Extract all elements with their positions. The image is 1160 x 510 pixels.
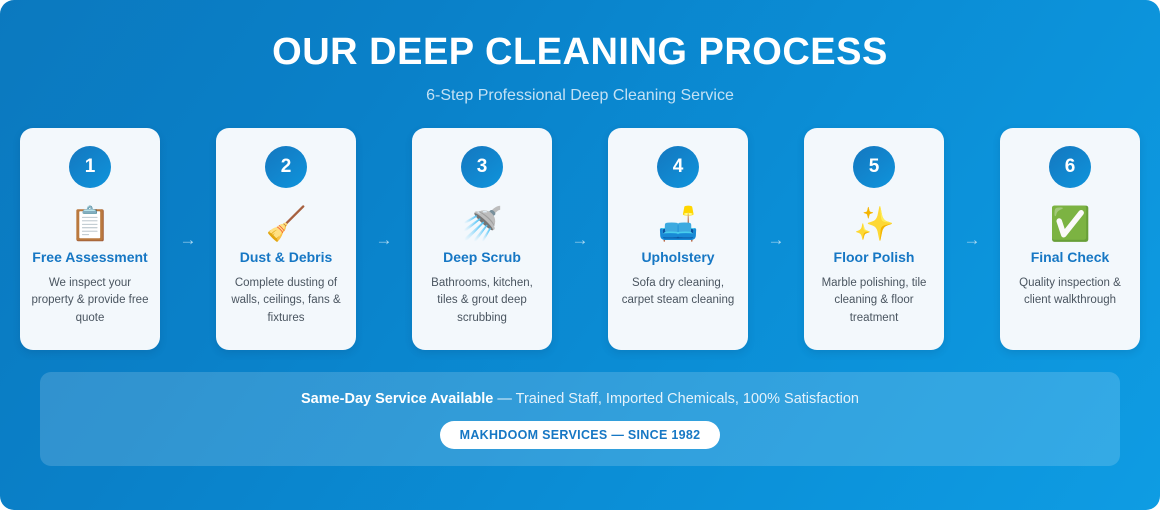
footer-banner: Same-Day Service Available — Trained Sta… (40, 371, 1120, 467)
step-number-badge: 4 (657, 145, 699, 188)
step-description: Marble polishing, tile cleaning & floor … (821, 276, 927, 325)
clipboard-icon: 📋 (69, 205, 111, 243)
step-card-5[interactable]: 5 ✨ Floor Polish Marble polishing, tile … (804, 127, 944, 350)
broom-icon: 🧹 (265, 205, 307, 243)
arrow-right-icon: → (767, 229, 785, 249)
step-number-badge: 5 (853, 145, 895, 188)
step-number-badge: 1 (69, 145, 111, 188)
arrow-right-icon: → (179, 229, 197, 249)
footer-highlight: Same-Day Service Available (300, 390, 494, 407)
step-title: Free Assessment (32, 248, 148, 265)
check-mark-button-icon: ✅ (1049, 205, 1091, 243)
step-number-badge: 6 (1049, 145, 1091, 188)
step-card-4[interactable]: 4 🛋️ Upholstery Sofa dry cleaning, carpe… (608, 127, 748, 350)
step-description: Bathrooms, kitchen, tiles & grout deep s… (431, 276, 533, 325)
step-title: Upholstery (641, 248, 715, 265)
step-description: Sofa dry cleaning, carpet steam cleaning (621, 276, 735, 307)
arrow-right-icon: → (963, 229, 981, 249)
step-title: Final Check (1030, 248, 1110, 265)
step-card-1[interactable]: 1 📋 Free Assessment We inspect your prop… (20, 127, 160, 350)
shower-head-icon: 🚿 (461, 205, 503, 243)
sparkles-icon: ✨ (853, 205, 895, 243)
step-description: We inspect your property & provide free … (31, 276, 149, 325)
step-title: Deep Scrub (443, 248, 521, 265)
arrow-right-icon: → (571, 229, 589, 249)
footer-tagline-text: — Trained Staff, Imported Chemicals, 100… (493, 390, 859, 407)
step-number-badge: 3 (461, 145, 503, 188)
step-description: Quality inspection & client walkthrough (1019, 276, 1121, 307)
step-title: Floor Polish (833, 248, 915, 265)
step-description: Complete dusting of walls, ceilings, fan… (231, 276, 341, 325)
page-title: OUR DEEP CLEANING PROCESS (272, 31, 888, 73)
header: OUR DEEP CLEANING PROCESS 6-Step Profess… (0, 0, 1160, 105)
footer-tagline: Same-Day Service Available — Trained Sta… (60, 391, 1100, 408)
step-card-2[interactable]: 2 🧹 Dust & Debris Complete dusting of wa… (216, 127, 356, 350)
step-title: Dust & Debris (239, 248, 333, 265)
brand-pill-button[interactable]: MAKHDOOM SERVICES — SINCE 1982 (439, 421, 721, 450)
page-subtitle: 6-Step Professional Deep Cleaning Servic… (426, 86, 734, 104)
arrow-right-icon: → (375, 229, 393, 249)
step-card-3[interactable]: 3 🚿 Deep Scrub Bathrooms, kitchen, tiles… (412, 127, 552, 350)
process-steps-row: 1 📋 Free Assessment We inspect your prop… (20, 127, 1140, 350)
couch-and-lamp-icon: 🛋️ (657, 205, 699, 243)
step-number-badge: 2 (265, 145, 307, 188)
step-card-6[interactable]: 6 ✅ Final Check Quality inspection & cli… (1000, 127, 1140, 350)
